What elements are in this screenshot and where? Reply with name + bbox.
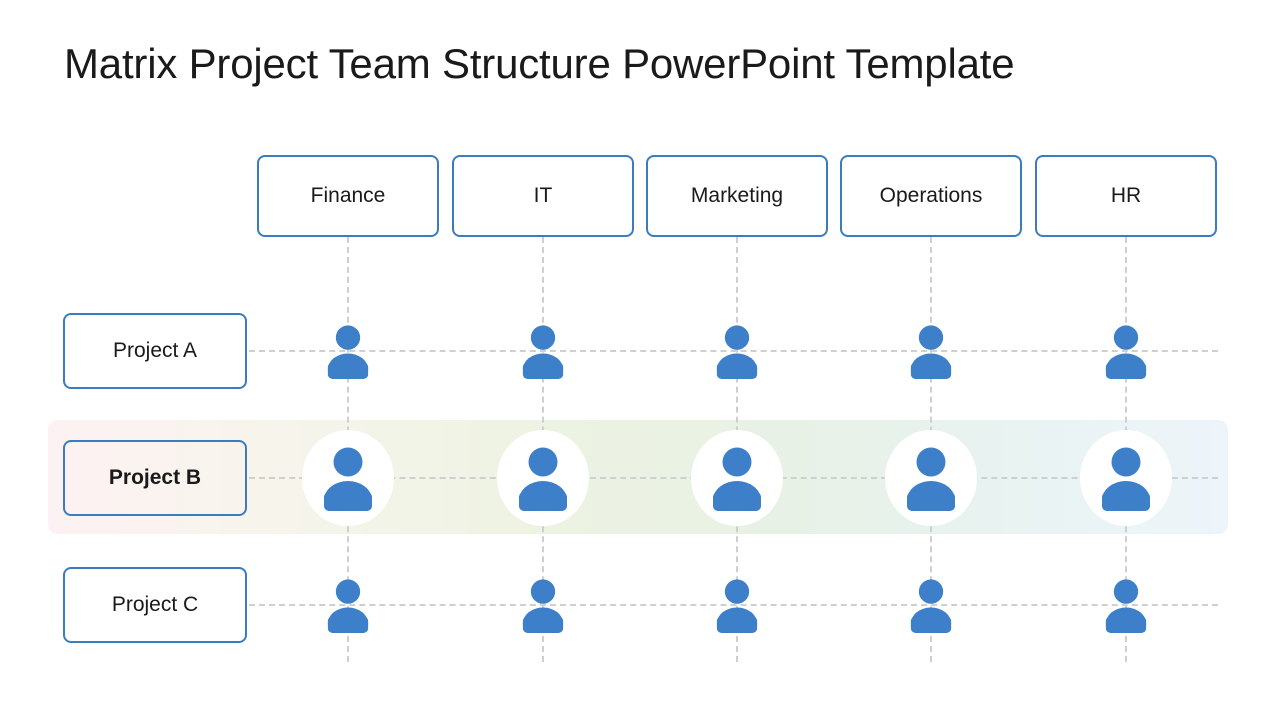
- person-icon: [716, 325, 758, 379]
- department-box-operations[interactable]: Operations: [840, 155, 1022, 237]
- row-connector-0: [249, 350, 1218, 352]
- department-label: Operations: [879, 184, 983, 207]
- project-box-project-b[interactable]: Project B: [63, 440, 247, 516]
- page-title: Matrix Project Team Structure PowerPoint…: [64, 40, 1015, 87]
- person-icon: [1105, 579, 1147, 633]
- table-row[interactable]: [905, 577, 957, 633]
- table-row[interactable]: [322, 577, 374, 633]
- person-icon: [522, 325, 564, 379]
- table-row[interactable]: [1100, 323, 1152, 379]
- table-row[interactable]: [691, 430, 783, 526]
- person-icon: [324, 447, 372, 511]
- table-row[interactable]: [1100, 577, 1152, 633]
- department-label: Marketing: [690, 184, 784, 207]
- person-icon: [327, 325, 369, 379]
- row-connector-2: [249, 604, 1218, 606]
- person-icon: [910, 579, 952, 633]
- table-row[interactable]: [322, 323, 374, 379]
- table-row[interactable]: [497, 430, 589, 526]
- department-label: IT: [533, 184, 553, 207]
- person-icon: [713, 447, 761, 511]
- person-icon: [327, 579, 369, 633]
- department-box-it[interactable]: IT: [452, 155, 634, 237]
- department-label: Finance: [310, 184, 386, 207]
- project-box-project-a[interactable]: Project A: [63, 313, 247, 389]
- table-row[interactable]: [885, 430, 977, 526]
- table-row[interactable]: [711, 577, 763, 633]
- person-icon: [716, 579, 758, 633]
- person-icon: [519, 447, 567, 511]
- project-label: Project A: [112, 339, 198, 362]
- person-icon: [522, 579, 564, 633]
- department-box-marketing[interactable]: Marketing: [646, 155, 828, 237]
- project-box-project-c[interactable]: Project C: [63, 567, 247, 643]
- table-row[interactable]: [711, 323, 763, 379]
- person-icon: [910, 325, 952, 379]
- person-icon: [1102, 447, 1150, 511]
- project-label: Project C: [111, 593, 199, 616]
- table-row[interactable]: [905, 323, 957, 379]
- table-row[interactable]: [1080, 430, 1172, 526]
- department-box-finance[interactable]: Finance: [257, 155, 439, 237]
- project-label: Project B: [108, 466, 202, 489]
- person-icon: [907, 447, 955, 511]
- table-row[interactable]: [302, 430, 394, 526]
- table-row[interactable]: [517, 577, 569, 633]
- person-icon: [1105, 325, 1147, 379]
- department-box-hr[interactable]: HR: [1035, 155, 1217, 237]
- table-row[interactable]: [517, 323, 569, 379]
- department-label: HR: [1110, 184, 1142, 207]
